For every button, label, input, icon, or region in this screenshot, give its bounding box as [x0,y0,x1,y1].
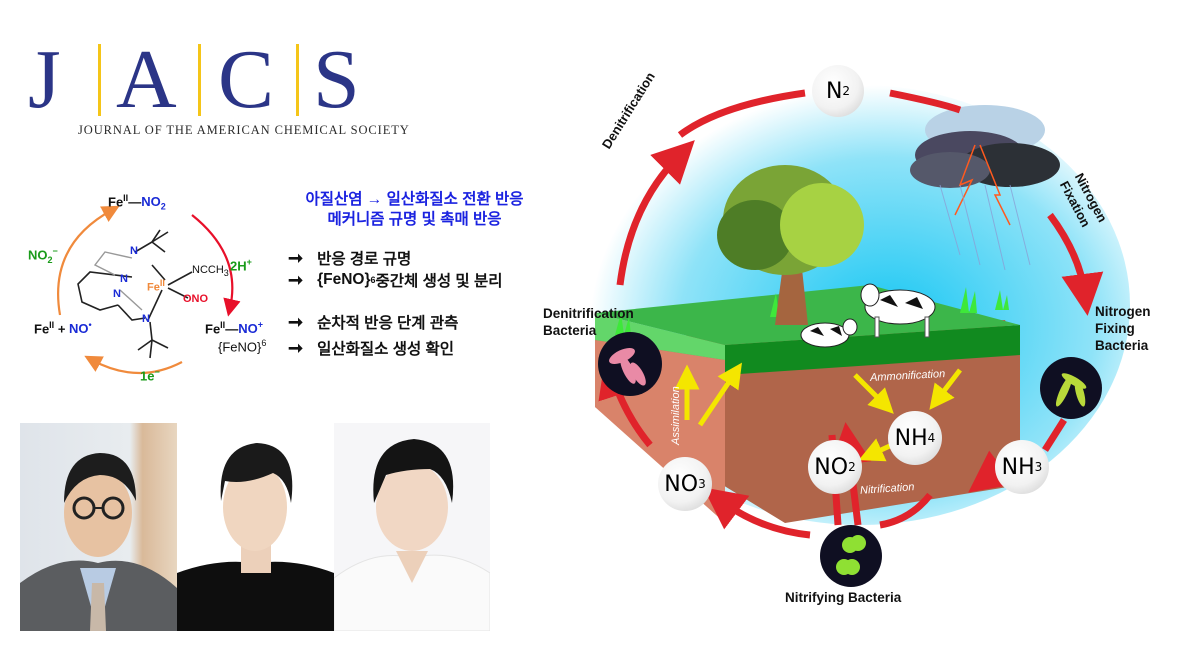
right-arrow-icon: ➞ [288,247,304,268]
summary-title-line1: 아질산염 → 일산화질소 전환 반응 [305,191,524,208]
reaction-cycle: FeII—NO2 2H+ FeII—NO+ {FeNO}6 1e− FeII +… [20,180,275,384]
denitrification-bacteria-icon [598,332,662,396]
cycle-arrows [57,205,241,375]
bullet-item: ➞일산화질소 생성 확인 [288,337,455,359]
species-fe-no2: FeII—NO2 [108,193,166,212]
right-arrow-icon: ➞ [288,311,304,332]
logo-letter-a: A [116,33,177,126]
right-arrow-icon: ➞ [288,269,304,290]
logo-subtitle: JOURNAL OF THE AMERICAN CHEMICAL SOCIETY [78,123,410,137]
photo-researcher-2 [177,423,334,631]
jacs-logo: J A C S JOURNAL OF THE AMERICAN CHEMICAL… [28,33,409,138]
photo-researcher-1 [20,423,177,631]
bullet-item: ➞순차적 반응 단계 관측 [288,311,459,333]
photo-researcher-3 [334,423,490,631]
logo-divider [296,44,299,116]
species-fe-no-plus: FeII—NO+ [205,320,263,337]
portrait-graphic [20,453,177,631]
complex-n-mid: N [120,273,128,285]
logo-letter-s: S [313,33,360,126]
summary-panel: 아질산염 → 일산화질소 전환 반응 메커니즘 규명 및 촉매 반응 ➞반응 경… [282,190,547,359]
complex-ligand-ono: ONO [183,293,209,305]
bullet-item: ➞{FeNO}6 중간체 생성 및 분리 [288,269,503,291]
feno6-label: {FeNO}6 [218,338,267,355]
portrait-graphic [177,443,334,631]
summary-title-line2: 메커니즘 규명 및 촉매 반응 [327,211,502,228]
nitrogen-fixing-bacteria-icon [1040,357,1102,419]
label-nitrifying-bacteria: Nitrifying Bacteria [785,590,902,605]
logo-divider [98,44,101,116]
bullet-item: ➞반응 경로 규명 [288,247,412,269]
cow-icon [860,283,936,338]
storm-cloud-icon [910,105,1060,271]
step-protonation: 2H+ [230,257,252,274]
step-reduction: 1e− [140,367,160,384]
right-arrow-icon: ➞ [288,337,304,358]
complex-fe: FeII [147,278,165,294]
nitrifying-bacteria-icon [820,525,882,587]
logo-letter-c: C [218,33,275,126]
complex-ligand-ncch3: NCCH3 [192,264,229,279]
calf-icon [800,318,858,348]
complex-n-bottom: N [142,313,150,325]
complex-n-top: N [130,245,138,257]
portrait-graphic [334,439,490,631]
species-fe-plus-no: FeII + NO• [34,320,92,337]
complex-n-low: N [113,288,121,300]
logo-letter-j: J [28,33,61,126]
logo-divider [198,44,201,116]
step-nitrite-binding: NO2− [28,246,58,265]
label-assimilation: Assimilation [670,386,682,445]
